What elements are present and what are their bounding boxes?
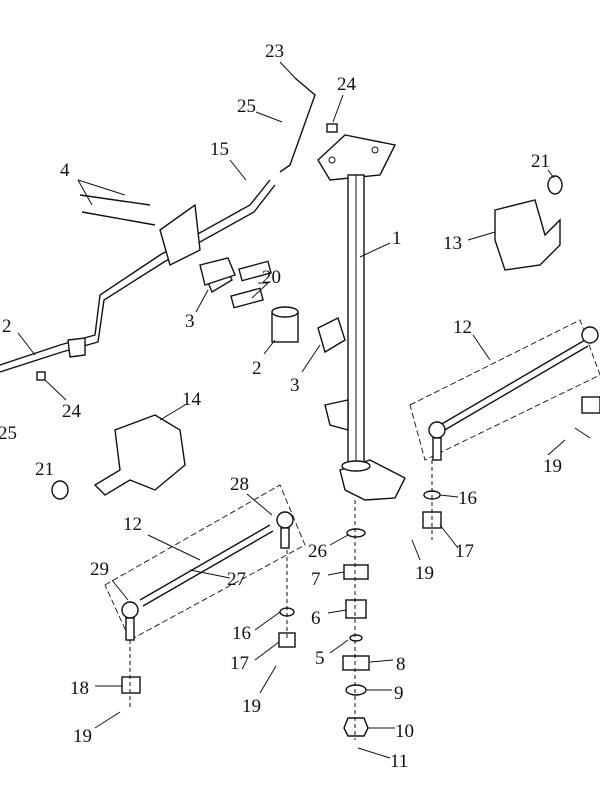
callout-5: 5 — [315, 648, 325, 669]
callout-24b: 24 — [62, 401, 82, 422]
callout-29: 29 — [90, 559, 109, 580]
callout-26: 26 — [308, 541, 327, 562]
callout-13: 13 — [443, 233, 462, 254]
sway-bar-part-2 — [0, 77, 316, 373]
callout-14: 14 — [182, 389, 202, 410]
callout-2: 2 — [2, 316, 12, 337]
callout-27: 27 — [227, 569, 246, 590]
callout-24: 24 — [337, 74, 357, 95]
knuckle-part-14 — [93, 414, 186, 496]
bushings-clamps — [199, 257, 346, 354]
callout-3b: 3 — [290, 375, 300, 396]
callout-16b: 16 — [232, 623, 251, 644]
callout-20: 20 — [262, 267, 281, 288]
callout-19: 19 — [543, 456, 562, 477]
callout-6: 6 — [311, 608, 321, 629]
callout-12b: 12 — [123, 514, 142, 535]
callout-10: 10 — [395, 721, 414, 742]
callout-2b: 2 — [252, 358, 262, 379]
callout-12: 12 — [453, 317, 472, 338]
callout-17: 17 — [455, 541, 474, 562]
leader-lines — [17, 61, 591, 759]
callout-4: 4 — [60, 160, 70, 181]
callout-17b: 17 — [230, 653, 249, 674]
tie-rod-right-part-12 — [409, 319, 600, 461]
callout-21b: 21 — [35, 459, 54, 480]
tie-rod-left-part-12 — [104, 484, 306, 641]
callout-9: 9 — [394, 683, 404, 704]
callout-11: 11 — [390, 751, 408, 772]
bolts-part-4 — [79, 194, 156, 226]
callout-7: 7 — [311, 569, 321, 590]
callout-18: 18 — [70, 678, 89, 699]
callout-23: 23 — [265, 41, 284, 62]
callout-19d: 19 — [73, 726, 92, 747]
callout-25: 25 — [237, 96, 256, 117]
callout-3: 3 — [185, 311, 195, 332]
callout-21: 21 — [531, 151, 550, 172]
callout-28: 28 — [230, 474, 249, 495]
callout-19c: 19 — [242, 696, 261, 717]
knuckle-part-13 — [494, 199, 561, 271]
callout-19b: 19 — [415, 563, 434, 584]
callout-16: 16 — [458, 488, 477, 509]
callout-labels: 23 24 25 15 4 21 1 13 20 3 2 12 2 3 24 1… — [0, 41, 562, 772]
callout-1: 1 — [392, 228, 402, 249]
steering-column-part-1 — [317, 134, 406, 501]
callout-8: 8 — [396, 654, 406, 675]
callout-15: 15 — [210, 139, 229, 160]
callout-25b: 25 — [0, 423, 17, 444]
